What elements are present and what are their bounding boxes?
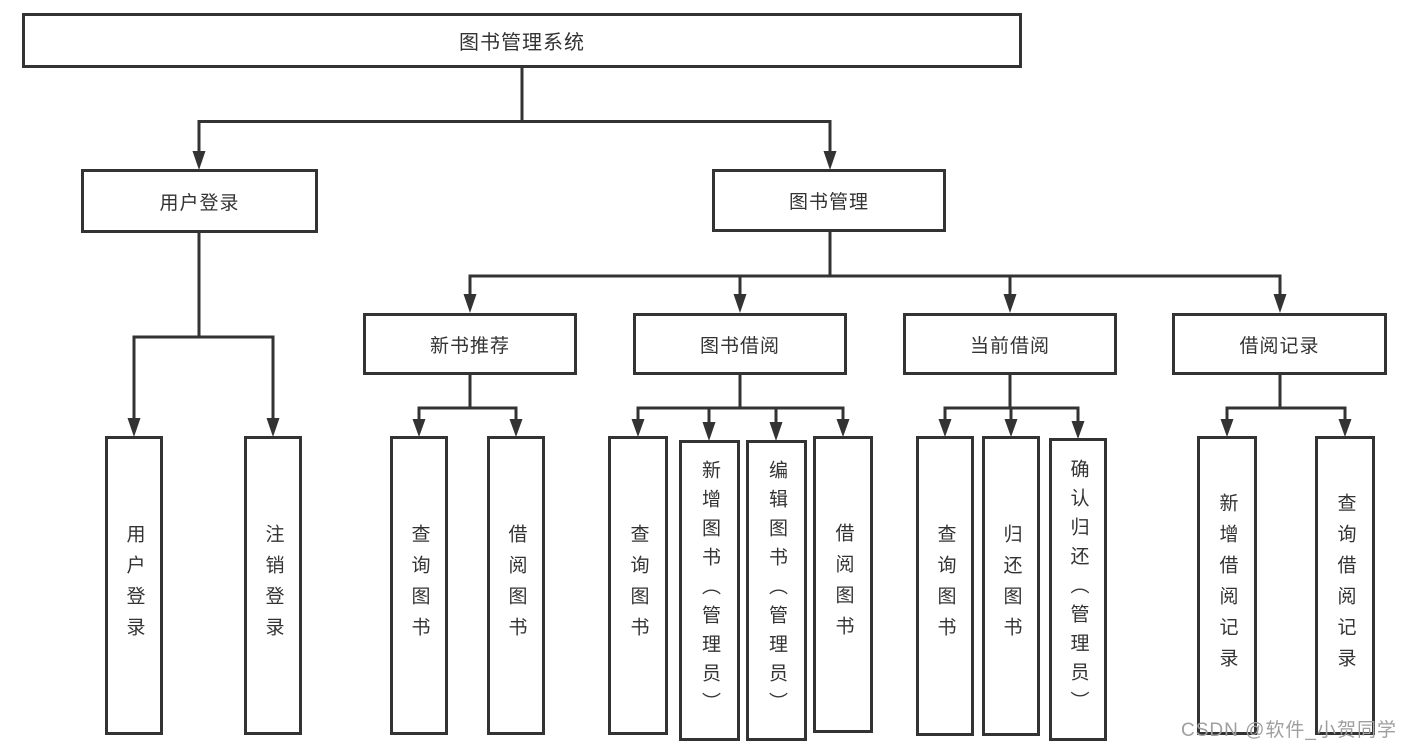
node-root-label: 图书管理系统 bbox=[459, 32, 585, 54]
leaf-edit-book-admin-label: 编辑图书（管理员） bbox=[766, 460, 787, 721]
leaf-query-borrow-record: 查询借阅记录 bbox=[1315, 436, 1375, 735]
leaf-return-book-label: 归还图书 bbox=[1000, 524, 1022, 648]
leaf-add-book-admin-label: 新增图书（管理员） bbox=[699, 460, 720, 721]
arrowheads bbox=[127, 151, 1352, 441]
leaf-confirm-return-admin-label: 确认归还（管理员） bbox=[1067, 459, 1089, 720]
node-book-borrow: 图书借阅 bbox=[633, 313, 847, 375]
leaf-add-borrow-record: 新增借阅记录 bbox=[1197, 436, 1257, 735]
node-new-book-recommend-label: 新书推荐 bbox=[429, 335, 510, 357]
node-new-book-recommend: 新书推荐 bbox=[363, 313, 577, 375]
leaf-recommend-borrow-book-label: 借阅图书 bbox=[505, 523, 527, 648]
csdn-watermark: CSDN @软件_小贺同学 bbox=[1181, 720, 1397, 741]
leaf-borrow-book-label: 借阅图书 bbox=[832, 522, 854, 647]
leaf-user-login-label: 用户登录 bbox=[123, 523, 145, 648]
leaf-add-borrow-record-label: 新增借阅记录 bbox=[1216, 492, 1238, 679]
leaf-logout-label: 注销登录 bbox=[262, 523, 284, 648]
leaf-borrow-book: 借阅图书 bbox=[813, 436, 873, 733]
node-book-management-label: 图书管理 bbox=[788, 192, 869, 213]
node-book-management: 图书管理 bbox=[712, 169, 946, 232]
leaf-edit-book-admin: 编辑图书（管理员） bbox=[746, 440, 807, 741]
leaf-query-borrow-record-label: 查询借阅记录 bbox=[1334, 492, 1356, 679]
leaf-current-query-book-label: 查询图书 bbox=[934, 524, 956, 648]
node-borrow-records: 借阅记录 bbox=[1172, 313, 1387, 375]
node-current-borrow-label: 当前借阅 bbox=[969, 335, 1050, 357]
leaf-borrow-query-book-label: 查询图书 bbox=[627, 523, 649, 648]
leaf-current-query-book: 查询图书 bbox=[916, 436, 974, 736]
leaf-return-book: 归还图书 bbox=[982, 436, 1040, 736]
leaf-recommend-query-book: 查询图书 bbox=[390, 436, 448, 735]
leaf-confirm-return-admin: 确认归还（管理员） bbox=[1049, 438, 1107, 741]
leaf-recommend-borrow-book: 借阅图书 bbox=[487, 436, 545, 735]
node-user-login: 用户登录 bbox=[81, 169, 318, 233]
node-current-borrow: 当前借阅 bbox=[903, 313, 1117, 375]
leaf-recommend-query-book-label: 查询图书 bbox=[408, 523, 430, 648]
leaf-user-login: 用户登录 bbox=[105, 436, 163, 735]
node-book-borrow-label: 图书借阅 bbox=[699, 335, 780, 357]
leaf-logout: 注销登录 bbox=[244, 436, 302, 735]
leaf-borrow-query-book: 查询图书 bbox=[608, 436, 668, 735]
node-user-login-label: 用户登录 bbox=[159, 192, 240, 214]
leaf-add-book-admin: 新增图书（管理员） bbox=[679, 440, 740, 741]
node-borrow-records-label: 借阅记录 bbox=[1239, 335, 1320, 357]
node-root: 图书管理系统 bbox=[22, 13, 1022, 68]
